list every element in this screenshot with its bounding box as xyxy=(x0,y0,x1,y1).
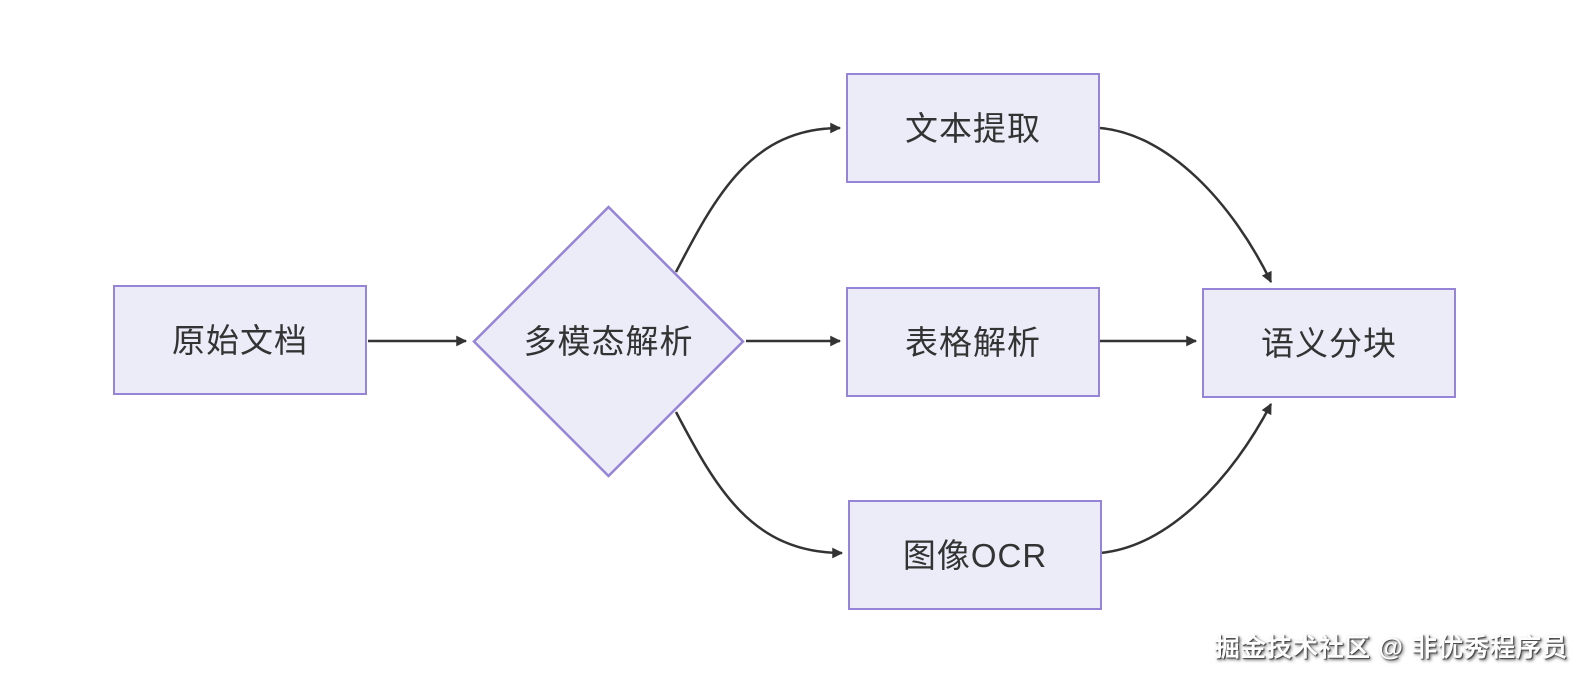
node-image-ocr: 图像OCR xyxy=(848,500,1102,610)
node-text-extract-label: 文本提取 xyxy=(905,109,1041,147)
node-semantic-chunk: 语义分块 xyxy=(1202,288,1456,398)
node-source: 原始文档 xyxy=(113,285,367,395)
node-semantic-chunk-label: 语义分块 xyxy=(1261,324,1397,362)
node-table-parse: 表格解析 xyxy=(846,287,1100,397)
edge-text-extract-to-semantic-chunk xyxy=(1099,126,1273,283)
diamond-shape xyxy=(472,205,745,478)
watermark-text: 掘金技术社区 @ 非优秀程序员 xyxy=(1214,634,1568,662)
node-source-label: 原始文档 xyxy=(172,321,308,359)
edge-parser-to-image-ocr xyxy=(674,411,844,559)
node-parser-label: 多模态解析 xyxy=(523,323,694,360)
edge-parser-to-text-extract xyxy=(674,122,842,273)
node-text-extract: 文本提取 xyxy=(846,73,1100,183)
node-image-ocr-label: 图像OCR xyxy=(902,536,1048,574)
node-parser: 多模态解析 xyxy=(472,205,745,478)
node-table-parse-label: 表格解析 xyxy=(905,323,1041,361)
edge-image-ocr-to-semantic-chunk xyxy=(1099,403,1273,555)
